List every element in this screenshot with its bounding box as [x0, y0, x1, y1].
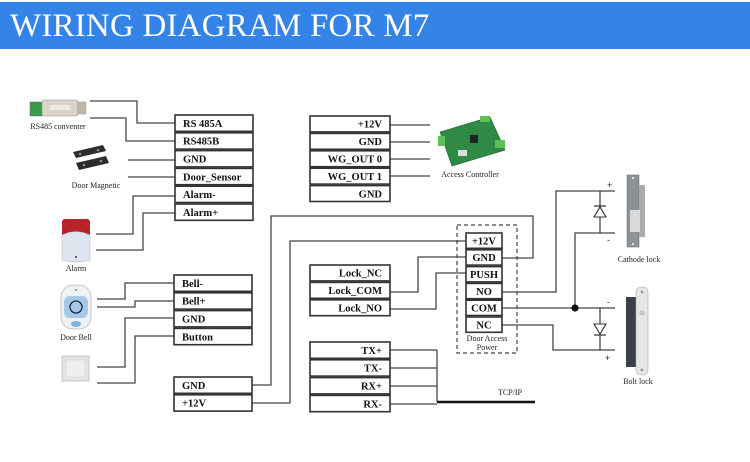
- terminal-label: NC: [476, 320, 491, 331]
- junction-dot: [571, 304, 579, 312]
- access-controller-caption: Access Controller: [441, 170, 499, 179]
- terminal-label: RX+: [361, 382, 382, 393]
- terminal-left-top-door-sensor: Door_Sensor: [174, 167, 254, 186]
- terminal-label: +12V: [358, 120, 382, 131]
- terminal-wiegand-wg-out-0: WG_OUT 0: [309, 150, 391, 168]
- terminal-label: Alarm-: [183, 190, 216, 201]
- terminal-label: TX-: [364, 364, 383, 375]
- terminal-label: GND: [359, 189, 383, 200]
- diode-icon: [593, 205, 607, 218]
- terminal-left-mid-gnd: GND: [173, 309, 253, 328]
- terminal-lock-lock-com: Lock_COM: [309, 281, 391, 300]
- terminal-label: GND: [182, 315, 206, 326]
- polarity-minus: -: [607, 235, 610, 245]
- terminal-power-com: COM: [465, 299, 503, 317]
- door-bell-caption: Door Bell: [60, 333, 93, 342]
- terminal-lock-lock-nc: Lock_NC: [309, 264, 391, 282]
- wires-controller: [390, 124, 430, 177]
- alarm-siren-icon: [61, 219, 91, 263]
- terminal-wiegand--12v: +12V: [309, 115, 391, 133]
- bolt-lock-icon: [626, 286, 649, 376]
- terminal-label: PUSH: [470, 270, 498, 281]
- wires-lock: [390, 256, 466, 310]
- terminal-power-nc: NC: [465, 316, 503, 334]
- door-magnetic-caption: Door Magnetic: [72, 181, 121, 190]
- terminal-network-tx-: TX+: [309, 341, 391, 360]
- terminal-label: RX-: [363, 399, 382, 410]
- terminal-network-rx-: RX+: [309, 376, 391, 395]
- terminal-wiegand-wg-out-1: WG_OUT 1: [309, 167, 391, 185]
- terminal-label: RS 485A: [183, 119, 223, 130]
- terminal-left-top-alarm-: Alarm-: [174, 185, 254, 204]
- header-banner: WIRING DIAGRAM FOR M7: [0, 2, 750, 49]
- door-bell-icon: [60, 284, 92, 330]
- terminal-power-gnd: GND: [465, 249, 503, 266]
- terminal-left-top-alarm-: Alarm+: [174, 203, 254, 222]
- terminal-label: WG_OUT 1: [328, 172, 382, 183]
- terminal-label: COM: [471, 304, 497, 315]
- terminal-left-bottom--12v: +12V: [173, 393, 253, 412]
- terminal-label: GND: [359, 137, 383, 148]
- terminal-label: Bell-: [182, 279, 203, 290]
- terminal-left-mid-bell-: Bell+: [173, 291, 253, 310]
- terminal-label: +12V: [472, 236, 496, 247]
- terminal-left-top-rs-485a: RS 485A: [174, 114, 254, 133]
- exit-button-icon: [61, 355, 90, 382]
- door-magnetic-icon: [73, 145, 109, 170]
- terminal-power-push: PUSH: [465, 265, 503, 283]
- terminal-label: TX+: [361, 346, 382, 357]
- power-caption-line2: Power: [477, 343, 498, 352]
- terminal-left-top-rs485b: RS485B: [174, 132, 254, 150]
- power-caption-line1: Door Access: [467, 334, 508, 343]
- cathode-lock-icon: [626, 174, 645, 248]
- bolt-lock-caption: Bolt lock: [623, 377, 653, 386]
- terminal-label: Lock_COM: [328, 286, 382, 297]
- terminal-wiegand-gnd: GND: [309, 184, 391, 203]
- terminal-power--12v: +12V: [465, 232, 503, 250]
- terminal-label: GND: [472, 253, 496, 264]
- cathode-lock-caption: Cathode lock: [618, 255, 660, 264]
- terminal-power-no: NO: [465, 282, 503, 300]
- terminal-label: Lock_NO: [338, 304, 382, 315]
- tcpip-caption: TCP/IP: [498, 388, 523, 397]
- terminal-label: Alarm+: [183, 208, 218, 219]
- wires-locks-power: [502, 190, 615, 351]
- terminal-left-bottom-gnd: GND: [173, 376, 253, 395]
- terminal-network-rx-: RX-: [309, 394, 391, 413]
- access-controller-icon: [438, 116, 506, 167]
- wires-network: [390, 349, 535, 405]
- terminal-label: +12V: [182, 399, 206, 410]
- door-access-power-box: [456, 224, 518, 354]
- terminal-label: GND: [182, 381, 206, 392]
- wires-left: [90, 100, 534, 404]
- terminal-label: Bell+: [182, 297, 205, 308]
- terminal-label: WG_OUT 0: [328, 155, 382, 166]
- terminal-left-mid-button: Button: [173, 327, 253, 346]
- terminal-label: NO: [476, 287, 492, 298]
- terminal-label: Button: [182, 332, 213, 343]
- diode-icon: [593, 323, 607, 336]
- polarity-plus: +: [605, 353, 610, 363]
- terminal-lock-lock-no: Lock_NO: [309, 298, 391, 317]
- terminal-left-mid-bell-: Bell-: [173, 274, 253, 293]
- terminal-label: Lock_NC: [339, 269, 382, 280]
- terminal-wiegand-gnd: GND: [309, 132, 391, 151]
- rs485-caption: RS485 conventer: [30, 122, 86, 131]
- rs485-converter-icon: [29, 99, 87, 117]
- polarity-plus: +: [607, 180, 612, 190]
- terminal-label: GND: [183, 155, 207, 166]
- terminal-label: Door_Sensor: [183, 172, 242, 183]
- terminal-left-top-gnd: GND: [174, 149, 254, 168]
- page-title: WIRING DIAGRAM FOR M7: [10, 8, 430, 44]
- polarity-minus: -: [607, 297, 610, 307]
- terminal-network-tx-: TX-: [309, 358, 391, 377]
- alarm-caption: Alarm: [66, 264, 87, 273]
- terminal-label: RS485B: [183, 137, 219, 148]
